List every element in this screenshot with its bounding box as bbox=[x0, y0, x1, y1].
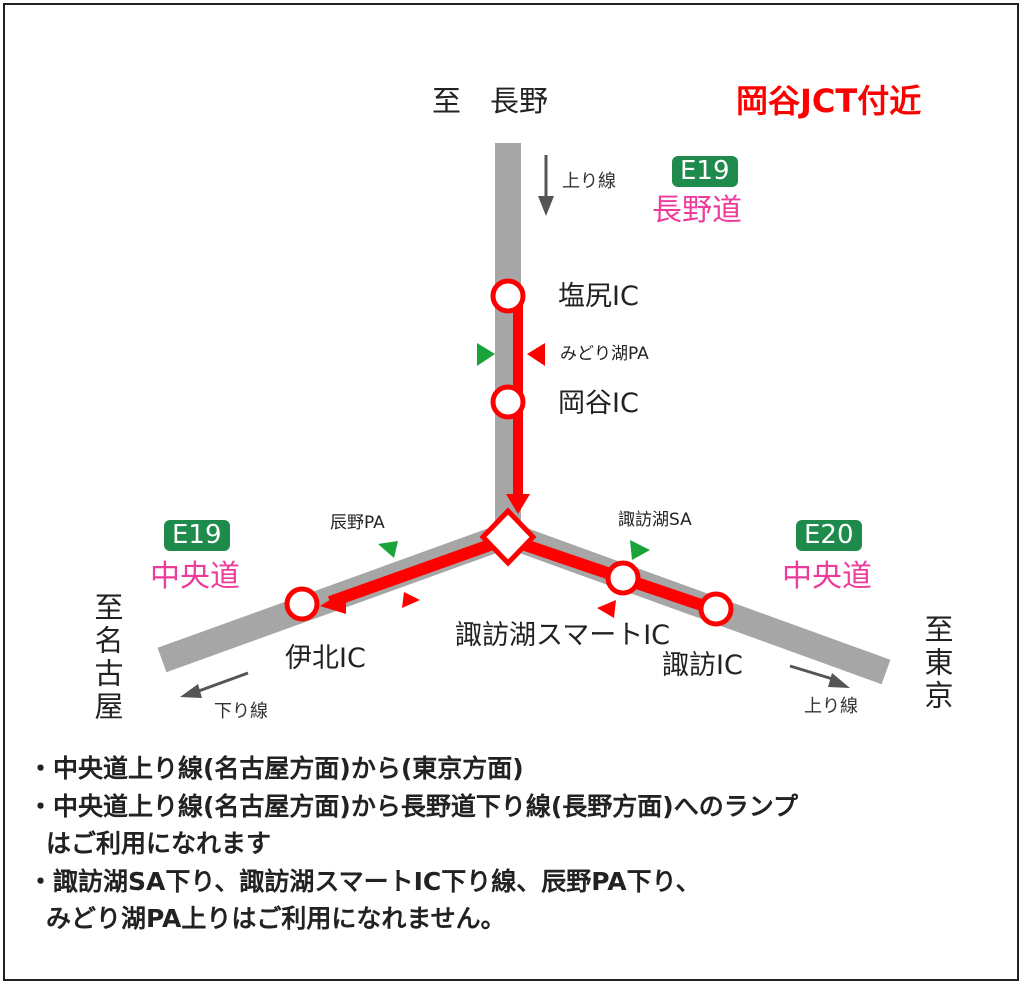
direction-arrow-southwest-icon bbox=[180, 671, 249, 698]
route-badge-e19-chuo: E19 bbox=[164, 520, 230, 551]
ikita-ic-marker bbox=[284, 586, 320, 622]
notes-section: ・中央道上り線(名古屋方面)から(東京方面) ・中央道上り線(名古屋方面)から長… bbox=[28, 750, 1008, 938]
suwako-smart-ic-marker bbox=[605, 560, 641, 596]
direction-arrow-down-icon bbox=[538, 155, 554, 216]
route-badge-e19-nagano: E19 bbox=[672, 156, 738, 187]
road-name-chuo-west: 中央道 bbox=[150, 559, 240, 594]
suwako-smart-red-triangle-icon bbox=[597, 600, 616, 618]
ic-label-shiojiri: 塩尻IC bbox=[558, 281, 639, 312]
tatsuno-pa-red-triangle-icon bbox=[402, 592, 420, 608]
route-badge-e20-chuo: E20 bbox=[796, 520, 862, 551]
destination-west: 至名古屋 bbox=[90, 592, 124, 724]
pa-label-midoriko: みどり湖PA bbox=[560, 344, 649, 364]
arrow-down-icon bbox=[506, 494, 530, 514]
road-name-chuo-east: 中央道 bbox=[782, 559, 872, 594]
note-line: はご利用になれます bbox=[46, 829, 272, 858]
note-line: みどり湖PA上りはご利用になれません。 bbox=[46, 904, 506, 933]
pa-label-tatsuno: 辰野PA bbox=[330, 513, 385, 533]
direction-arrow-southeast-icon bbox=[789, 664, 850, 688]
destination-north: 至 長野 bbox=[432, 84, 549, 118]
shiojiri-ic-marker bbox=[490, 278, 526, 314]
tatsuno-pa-green-triangle-icon bbox=[378, 541, 398, 558]
ic-label-ikita: 伊北IC bbox=[285, 643, 366, 674]
ic-label-okaya: 岡谷IC bbox=[558, 388, 639, 419]
note-line: ・中央道上り線(名古屋方面)から長野道下り線(長野方面)へのランプ bbox=[28, 791, 798, 821]
ic-label-suwa: 諏訪IC bbox=[662, 650, 743, 681]
page-title: 岡谷JCT付近 bbox=[736, 82, 922, 120]
route-highlight bbox=[327, 296, 718, 616]
midoriko-pa-red-triangle-icon bbox=[527, 343, 545, 366]
direction-label-west: 下り線 bbox=[214, 701, 268, 722]
okaya-ic-marker bbox=[490, 384, 526, 420]
direction-label-north: 上り線 bbox=[562, 171, 616, 192]
direction-label-east: 上り線 bbox=[804, 696, 858, 717]
suwa-ic-marker bbox=[698, 591, 734, 627]
pa-label-suwako-sa: 諏訪湖SA bbox=[618, 510, 692, 530]
destination-east: 至東京 bbox=[920, 614, 954, 713]
midoriko-pa-green-triangle-icon bbox=[477, 343, 495, 366]
road-name-nagano: 長野道 bbox=[652, 193, 742, 228]
arrow-left-icon bbox=[320, 590, 346, 614]
jct-diamond-icon bbox=[479, 507, 537, 567]
suwako-sa-green-triangle-icon bbox=[630, 540, 650, 560]
note-line: ・諏訪湖SA下り、諏訪湖スマートIC下り線、辰野PA下り、 bbox=[28, 866, 701, 896]
note-line: ・中央道上り線(名古屋方面)から(東京方面) bbox=[28, 754, 524, 783]
ic-label-suwako-smart: 諏訪湖スマートIC bbox=[455, 620, 671, 651]
